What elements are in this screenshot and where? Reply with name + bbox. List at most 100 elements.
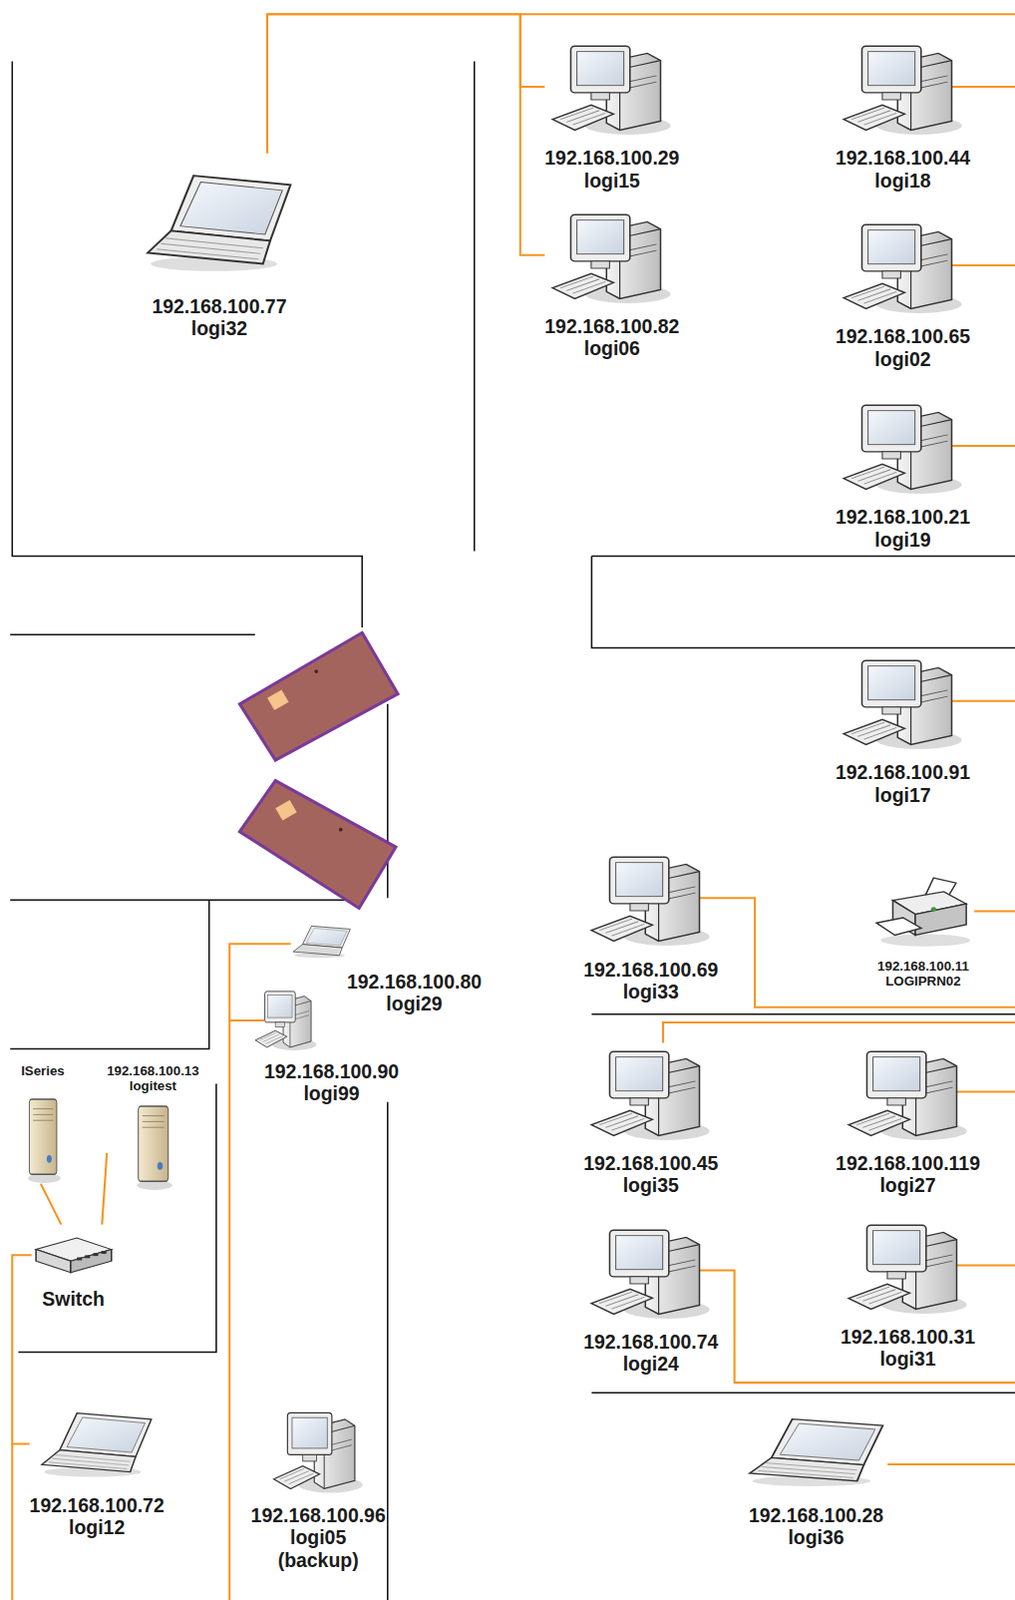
- ip-address: 192.168.100.90: [264, 1059, 399, 1082]
- cable: [954, 1263, 1015, 1266]
- device-icon: [264, 984, 399, 1056]
- desk-dot: [314, 669, 319, 674]
- device-symbol: [843, 224, 963, 314]
- host-name: LOGIPRN02: [872, 973, 975, 989]
- network-cables: [11, 13, 1015, 1600]
- cable: [948, 85, 1015, 88]
- device-symbol: [591, 856, 710, 946]
- device-label: 192.168.100.11LOGIPRN02: [872, 958, 975, 990]
- host-name: logi27: [835, 1173, 981, 1196]
- device-icon-svg: [254, 984, 318, 1056]
- network-device: 192.168.100.11LOGIPRN02: [872, 867, 975, 990]
- device-icon: [31, 1224, 116, 1284]
- host-name: logi12: [29, 1515, 165, 1538]
- cable: [887, 1462, 1015, 1465]
- desks: [239, 632, 398, 908]
- network-device: 192.168.100.80logi29: [291, 918, 482, 1015]
- device-icon: [106, 1103, 199, 1191]
- device-icon-svg: [841, 214, 965, 322]
- device-label: 192.168.100.31logi31: [840, 1325, 976, 1370]
- cable: [663, 1021, 1015, 1042]
- desk-dot: [338, 827, 343, 832]
- network-device: 192.168.100.74logi24: [583, 1219, 718, 1375]
- device-symbol: [848, 1050, 968, 1140]
- device-symbol: [876, 877, 971, 947]
- device-label: 192.168.100.90logi99: [264, 1059, 399, 1105]
- ip-address: 192.168.100.82: [544, 315, 679, 338]
- device-symbol: [843, 45, 963, 135]
- network-device: 192.168.100.72logi12: [29, 1397, 165, 1539]
- host-name: Switch: [31, 1287, 116, 1310]
- host-name: logi33: [583, 980, 718, 1003]
- device-symbol: [293, 925, 350, 958]
- ip-address: 192.168.100.80: [346, 970, 482, 993]
- device-icon: [835, 650, 971, 757]
- device-label: 192.168.100.80logi29: [346, 918, 482, 1015]
- wall: [9, 899, 210, 1048]
- network-device: 192.168.100.69logi33: [583, 846, 718, 1003]
- network-device: 192.168.100.45logi35: [583, 1040, 718, 1197]
- desk-pad: [275, 799, 297, 820]
- desk: [239, 780, 396, 909]
- device-icon-svg: [589, 846, 712, 954]
- ip-address: 192.168.100.119: [835, 1151, 981, 1174]
- device-icon-svg: [122, 1103, 184, 1191]
- device-icon: [744, 1402, 888, 1500]
- device-icon: [14, 1096, 71, 1184]
- device-icon: [835, 1040, 981, 1148]
- network-device: 192.168.100.119logi27: [835, 1040, 981, 1197]
- host-name: logi24: [583, 1352, 718, 1374]
- wall: [591, 556, 1015, 649]
- device-icon-svg: [550, 204, 674, 312]
- device-label: 192.168.100.96logi05(backup): [251, 1503, 386, 1571]
- device-icon: [291, 918, 352, 965]
- host-name: logi36: [744, 1525, 888, 1548]
- device-icon: [544, 204, 679, 312]
- host-name: logi29: [346, 992, 482, 1015]
- device-icon-svg: [14, 1096, 71, 1184]
- ip-address: 192.168.100.13: [106, 1062, 199, 1078]
- device-label: ISeries: [14, 1062, 71, 1078]
- host-name: logi32: [142, 317, 297, 339]
- device-symbol: [41, 1411, 152, 1476]
- ip-address: 192.168.100.21: [835, 505, 971, 528]
- device-icon-svg: [291, 918, 352, 965]
- host-name: logi31: [840, 1347, 976, 1369]
- device-icon: [544, 35, 679, 143]
- device-symbol: [255, 991, 317, 1050]
- ip-address: 192.168.100.11: [872, 958, 975, 974]
- host-name: logitest: [106, 1077, 199, 1093]
- device-icon-svg: [846, 1040, 970, 1148]
- wall: [473, 60, 476, 551]
- cable: [974, 909, 1015, 912]
- device-icon: [583, 846, 718, 954]
- device-icon-svg: [142, 153, 297, 292]
- device-icon-svg: [31, 1224, 116, 1284]
- cable: [954, 1090, 1015, 1093]
- device-label: 192.168.100.45logi35: [583, 1151, 718, 1197]
- device-label: 192.168.100.44logi18: [835, 146, 971, 192]
- device-label: 192.168.100.65logi02: [835, 325, 971, 370]
- device-icon-svg: [872, 867, 975, 955]
- device-symbol: [147, 175, 291, 272]
- host-name: logi15: [544, 169, 679, 192]
- device-icon-svg: [841, 394, 965, 502]
- network-device: 192.168.100.31logi31: [840, 1214, 976, 1370]
- device-label: 192.168.100.13logitest: [106, 1062, 199, 1094]
- network-device: 192.168.100.29logi15: [544, 35, 679, 192]
- wall: [17, 1082, 216, 1352]
- wall: [386, 703, 389, 898]
- device-icon: [583, 1219, 718, 1327]
- cable: [948, 699, 1015, 702]
- ip-address: 192.168.100.31: [840, 1325, 976, 1348]
- device-label: 192.168.100.82logi06: [544, 315, 679, 360]
- device-label: 192.168.100.77logi32: [142, 295, 297, 340]
- device-label: Switch: [31, 1287, 116, 1310]
- host-name: logi02: [835, 347, 971, 370]
- device-icon: [835, 35, 971, 143]
- desk-pad: [267, 689, 289, 710]
- wall: [9, 898, 362, 901]
- device-symbol: [843, 404, 963, 494]
- device-icon-svg: [846, 1214, 970, 1322]
